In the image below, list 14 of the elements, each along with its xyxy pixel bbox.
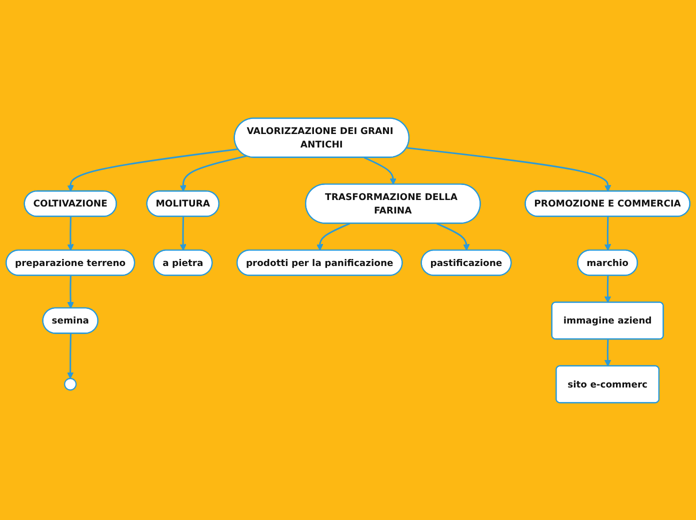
arrow [364,156,396,184]
node-circle [64,378,77,390]
arrow [180,154,247,192]
arrow [66,333,74,378]
arrow [406,146,612,192]
arrow [604,275,612,302]
arrow [604,338,612,366]
arrow [67,148,238,192]
arrow [67,216,74,250]
arrow [180,216,186,250]
arrow [436,222,470,250]
arrow [604,216,612,250]
arrow [67,275,74,308]
arrow [316,222,350,250]
